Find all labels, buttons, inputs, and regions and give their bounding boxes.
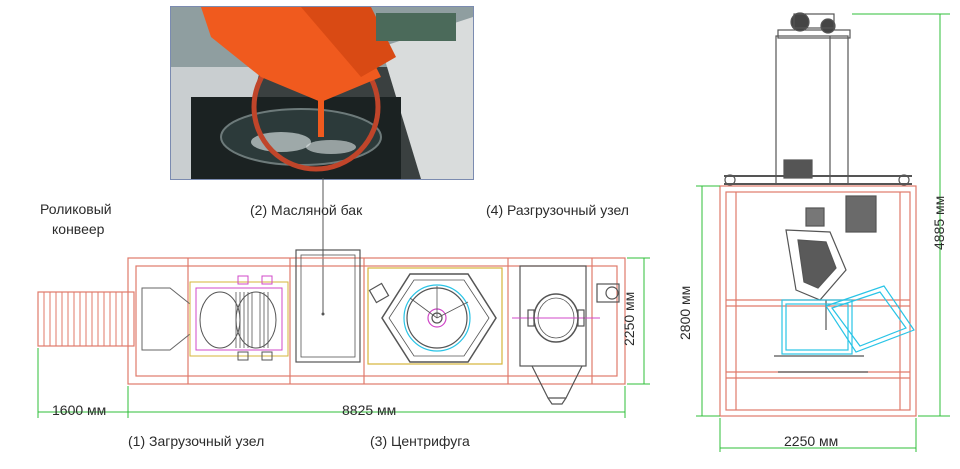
dim-total-height: 4885 мм bbox=[931, 195, 947, 250]
oil-tank-drawing bbox=[295, 249, 361, 363]
oil-tank-label: (2) Масляной бак bbox=[250, 202, 363, 218]
roller-conveyor-label-line1: Роликовый bbox=[40, 201, 112, 217]
dim-side-height: 2800 мм bbox=[677, 285, 693, 340]
roller-conveyor-drawing bbox=[37, 291, 135, 347]
roller-conveyor-label-line2: конвеер bbox=[52, 221, 105, 237]
loading-unit-drawing bbox=[141, 275, 289, 361]
dim-conveyor-length: 1600 мм bbox=[52, 402, 107, 418]
dim-side-width: 2250 мм bbox=[784, 433, 839, 449]
centrifuge-drawing bbox=[367, 267, 503, 365]
dim-plan-width: 2250 мм bbox=[621, 291, 637, 346]
dim-total-length: 8825 мм bbox=[342, 402, 397, 418]
side-dimension-lines bbox=[696, 13, 950, 452]
unloading-unit-label: (4) Разгрузочный узел bbox=[486, 202, 629, 218]
unloading-unit-drawing bbox=[512, 265, 620, 405]
loading-unit-label: (1) Загрузочный узел bbox=[128, 433, 265, 449]
plan-frame bbox=[127, 257, 626, 385]
plan-dimension-lines bbox=[37, 257, 650, 418]
side-view-drawing bbox=[719, 12, 917, 417]
inset-photo bbox=[170, 6, 474, 180]
centrifuge-label: (3) Центрифуга bbox=[370, 433, 470, 449]
photo-illustration bbox=[171, 7, 473, 179]
